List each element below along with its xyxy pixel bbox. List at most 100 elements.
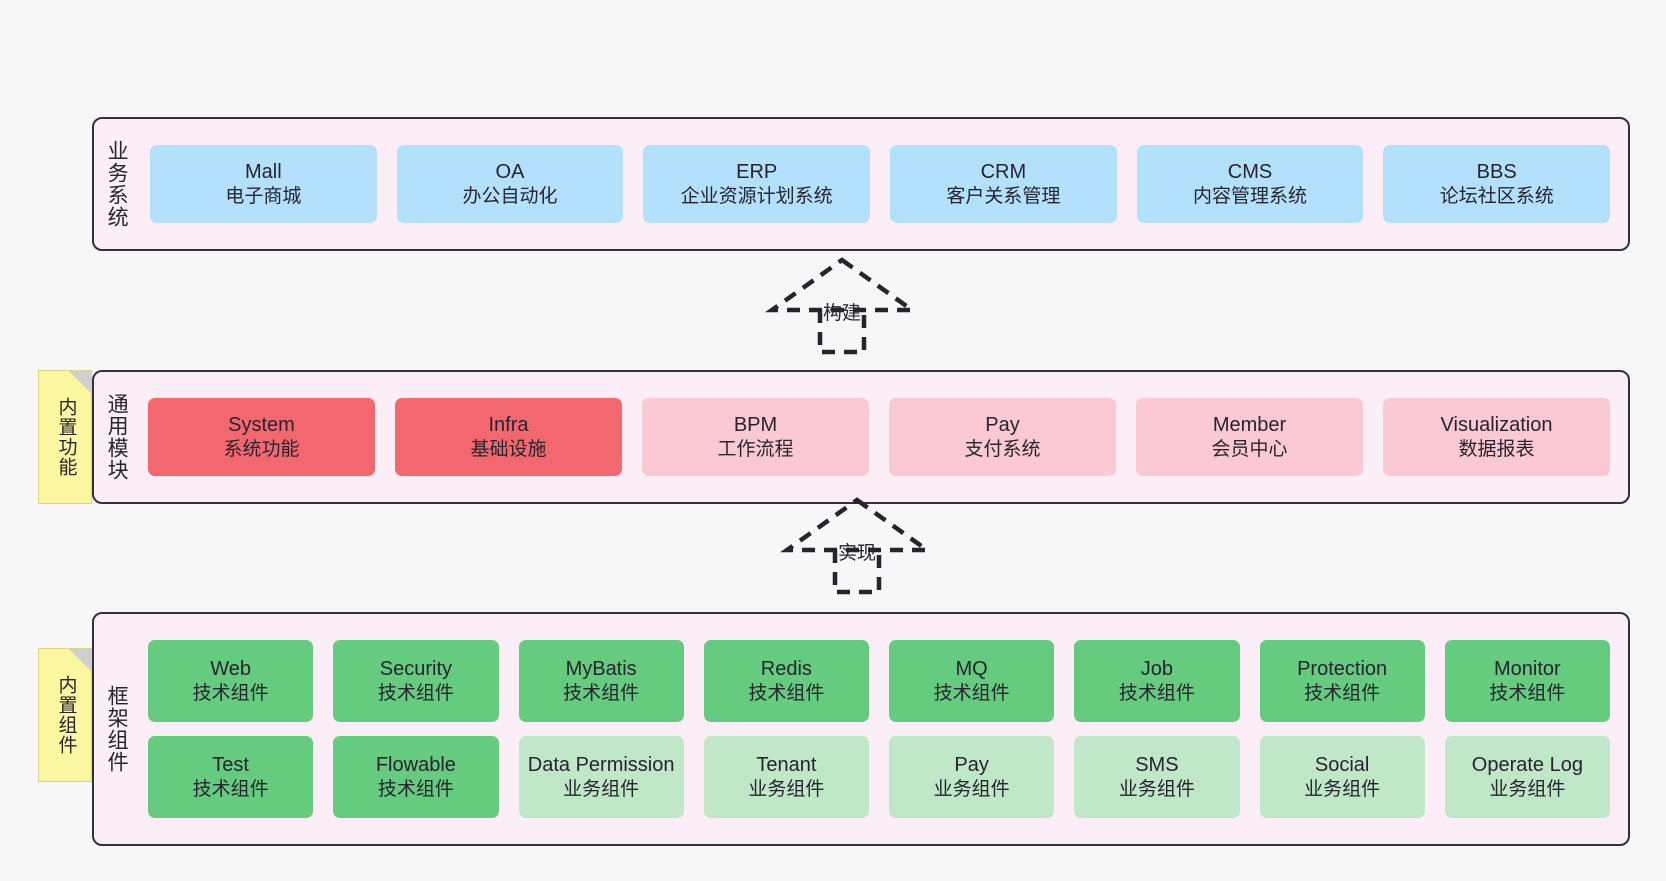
sticky-note-builtin-components: 内置组件 (38, 648, 92, 782)
card-security[interactable]: Security 技术组件 (333, 640, 499, 722)
card-title-en: SMS (1135, 753, 1179, 776)
connector-build-label: 构建 (822, 303, 862, 324)
card-protection[interactable]: Protection 技术组件 (1259, 640, 1425, 722)
card-title-en: Social (1314, 753, 1370, 776)
card-title-en: BBS (1476, 160, 1517, 183)
card-social[interactable]: Social 业务组件 (1259, 736, 1425, 818)
card-title-en: BPM (733, 413, 778, 436)
card-title-en: Pay (985, 413, 1020, 436)
card-member[interactable]: Member 会员中心 (1136, 398, 1363, 476)
card-system[interactable]: System 系统功能 (148, 398, 375, 476)
card-crm[interactable]: CRM 客户关系管理 (890, 145, 1117, 223)
card-title-cn: 技术组件 (377, 778, 454, 800)
card-tenant[interactable]: Tenant 业务组件 (703, 736, 869, 818)
common-card-row: System 系统功能 Infra 基础设施 BPM 工作流程 Pay 支付系统… (148, 398, 1610, 476)
card-title-en: Operate Log (1471, 753, 1583, 776)
card-title-en: Member (1212, 413, 1287, 436)
card-title-en: Job (1140, 657, 1173, 680)
card-pay-component[interactable]: Pay 业务组件 (889, 736, 1055, 818)
layer-common-modules: 通用模块 System 系统功能 Infra 基础设施 BPM 工作流程 Pay… (92, 370, 1630, 504)
connector-implement-arrow-icon (779, 497, 935, 595)
layer-framework-components: 框架组件 Web 技术组件 Security 技术组件 MyBatis 技术组件… (92, 612, 1630, 846)
card-title-cn: 内容管理系统 (1193, 185, 1308, 207)
card-title-cn: 技术组件 (192, 778, 269, 800)
card-title-cn: 技术组件 (377, 682, 454, 704)
card-sms[interactable]: SMS 业务组件 (1074, 736, 1240, 818)
card-title-cn: 技术组件 (1118, 682, 1195, 704)
card-job[interactable]: Job 技术组件 (1074, 640, 1240, 722)
connector-implement: 实现 (757, 492, 957, 602)
card-title-cn: 业务组件 (1118, 778, 1195, 800)
card-bpm[interactable]: BPM 工作流程 (642, 398, 869, 476)
card-web[interactable]: Web 技术组件 (148, 640, 314, 722)
card-title-en: Infra (488, 413, 529, 436)
card-title-en: ERP (736, 160, 778, 183)
connector-implement-label: 实现 (837, 543, 877, 564)
framework-card-row-technical: Web 技术组件 Security 技术组件 MyBatis 技术组件 Redi… (148, 640, 1610, 722)
card-title-cn: 会员中心 (1211, 438, 1288, 460)
card-title-en: Mall (245, 160, 282, 183)
card-title-en: Monitor (1494, 657, 1561, 680)
card-title-en: CRM (980, 160, 1027, 183)
card-test[interactable]: Test 技术组件 (148, 736, 314, 818)
card-visualization[interactable]: Visualization 数据报表 (1383, 398, 1610, 476)
card-erp[interactable]: ERP 企业资源计划系统 (643, 145, 871, 223)
card-title-en: Tenant (756, 753, 817, 776)
framework-card-row-business: Test 技术组件 Flowable 技术组件 Data Permission … (148, 736, 1610, 818)
layer-body-business: Mall 电子商城 OA 办公自动化 ERP 企业资源计划系统 CRM 客户关系… (138, 119, 1628, 249)
card-title-cn: 基础设施 (470, 438, 547, 460)
card-title-cn: 技术组件 (1489, 682, 1566, 704)
sticky-note-label: 内置功能 (55, 397, 77, 477)
card-title-en: Test (212, 753, 249, 776)
card-mq[interactable]: MQ 技术组件 (889, 640, 1055, 722)
card-title-en: MyBatis (565, 657, 637, 680)
card-title-en: MQ (955, 657, 988, 680)
card-title-cn: 电子商城 (225, 185, 302, 207)
card-title-cn: 企业资源计划系统 (680, 185, 833, 207)
card-redis[interactable]: Redis 技术组件 (703, 640, 869, 722)
card-flowable[interactable]: Flowable 技术组件 (333, 736, 499, 818)
sticky-note-label: 内置组件 (55, 675, 77, 755)
card-pay-module[interactable]: Pay 支付系统 (889, 398, 1116, 476)
card-title-en: Web (210, 657, 251, 680)
card-title-cn: 业务组件 (748, 778, 825, 800)
card-title-cn: 数据报表 (1458, 438, 1535, 460)
connector-build: 构建 (742, 252, 942, 362)
card-title-cn: 技术组件 (192, 682, 269, 704)
card-bbs[interactable]: BBS 论坛社区系统 (1383, 145, 1611, 223)
card-title-cn: 业务组件 (933, 778, 1010, 800)
card-title-en: CMS (1227, 160, 1273, 183)
layer-title-business: 业务系统 (105, 140, 129, 228)
card-oa[interactable]: OA 办公自动化 (396, 145, 624, 223)
card-title-en: Pay (954, 753, 989, 776)
card-title-en: System (228, 413, 295, 436)
card-title-en: Redis (760, 657, 812, 680)
card-title-cn: 工作流程 (717, 438, 794, 460)
card-cms[interactable]: CMS 内容管理系统 (1136, 145, 1364, 223)
card-monitor[interactable]: Monitor 技术组件 (1444, 640, 1610, 722)
card-title-en: Data Permission (527, 753, 675, 776)
card-data-permission[interactable]: Data Permission 业务组件 (518, 736, 684, 818)
card-title-cn: 业务组件 (1304, 778, 1381, 800)
card-title-cn: 技术组件 (748, 682, 825, 704)
layer-business-systems: 业务系统 Mall 电子商城 OA 办公自动化 ERP 企业资源计划系统 CRM… (92, 117, 1630, 251)
card-title-en: Protection (1297, 657, 1388, 680)
card-title-en: OA (495, 160, 525, 183)
sticky-note-builtin-features: 内置功能 (38, 370, 92, 504)
card-infra[interactable]: Infra 基础设施 (395, 398, 622, 476)
card-title-en: Visualization (1440, 413, 1553, 436)
card-title-cn: 技术组件 (1304, 682, 1381, 704)
card-title-cn: 支付系统 (964, 438, 1041, 460)
card-title-cn: 技术组件 (563, 682, 640, 704)
card-title-cn: 客户关系管理 (946, 185, 1061, 207)
layer-title-common: 通用模块 (105, 393, 129, 481)
card-title-en: Security (379, 657, 452, 680)
card-operate-log[interactable]: Operate Log 业务组件 (1444, 736, 1610, 818)
card-mall[interactable]: Mall 电子商城 (150, 145, 377, 223)
card-mybatis[interactable]: MyBatis 技术组件 (518, 640, 684, 722)
layer-body-framework: Web 技术组件 Security 技术组件 MyBatis 技术组件 Redi… (138, 614, 1628, 844)
card-title-cn: 业务组件 (563, 778, 640, 800)
card-title-cn: 技术组件 (933, 682, 1010, 704)
connector-build-arrow-icon (764, 257, 920, 355)
business-card-row: Mall 电子商城 OA 办公自动化 ERP 企业资源计划系统 CRM 客户关系… (150, 145, 1611, 223)
